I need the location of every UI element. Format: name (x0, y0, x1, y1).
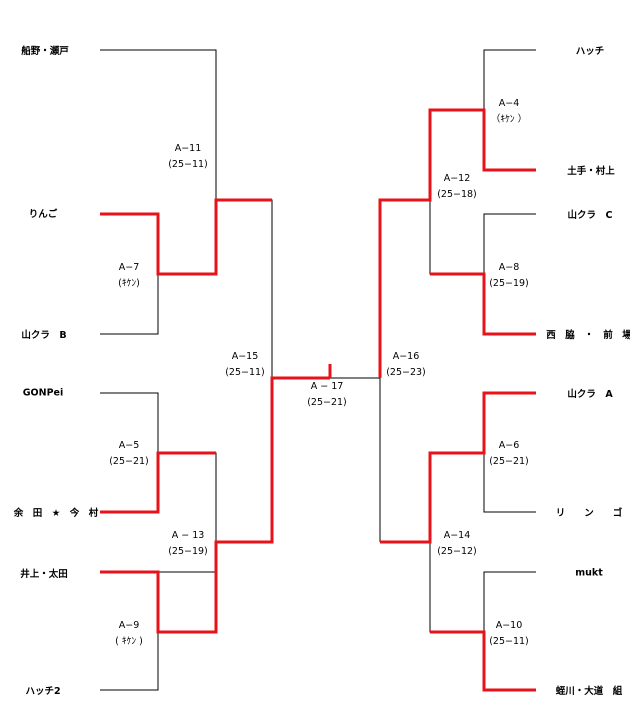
winner-line-1 (100, 198, 272, 276)
match-a8-score: (25−19) (489, 278, 529, 289)
bracket-lines (100, 49, 536, 691)
winner-line-6 (430, 272, 536, 336)
team-left-4: GONPei (22, 387, 64, 399)
bracket-line-13 (483, 571, 536, 632)
match-a13-id: A − 13 (171, 530, 205, 541)
team-left-2: りんご (28, 209, 58, 220)
match-a4: A−4 （ｷｹﾝ ） (491, 96, 527, 128)
match-a17-id: A − 17 (310, 381, 344, 392)
bracket-line-2 (100, 274, 159, 335)
match-a4-score: （ｷｹﾝ ） (490, 114, 528, 125)
winner-line-8 (430, 630, 536, 692)
winner-path-lines (100, 108, 536, 692)
match-a12-score: (25−18) (437, 189, 477, 200)
match-a7: A−7 (ｷｹﾝ) (118, 260, 140, 292)
match-a8-id: A−8 (498, 262, 520, 273)
winner-line-2 (100, 451, 216, 514)
match-a6-score: (25−21) (489, 456, 529, 467)
match-a5: A−5 (25−21) (109, 438, 149, 470)
team-left-7: ハッチ2 (25, 686, 61, 697)
bracket-line-12 (483, 453, 536, 513)
match-a9-id: A−9 (118, 620, 140, 631)
match-a16-score: (25−23) (386, 367, 426, 378)
team-right-3: 山クラ C (567, 210, 613, 221)
team-right-4: 西 脇 ・ 前 場 (546, 330, 630, 341)
team-left-5: 余 田 ★ 今 村 (13, 508, 99, 519)
match-a17-score: (25−21) (307, 397, 347, 408)
match-a8: A−8 (25−19) (489, 260, 529, 292)
team-right-1: ハッチ (575, 46, 605, 57)
team-right-7: mukt (575, 567, 603, 579)
team-right-6: リ ン ゴ (555, 508, 623, 519)
bracket-line-10 (483, 213, 536, 274)
match-a5-id: A−5 (118, 440, 140, 451)
winner-line-7 (380, 391, 536, 544)
bracket-line-1 (100, 49, 217, 200)
match-a15-score: (25−11) (225, 367, 265, 378)
match-a13-score: (25−19) (168, 546, 208, 557)
match-a9: A−9 ( ｷｹﾝ ) (115, 618, 143, 650)
team-right-2: 土手・村上 (567, 166, 615, 177)
winner-line-3 (100, 376, 330, 634)
match-a14: A−14 (25−12) (437, 528, 477, 560)
match-a9-score: ( ｷｹﾝ ) (115, 636, 143, 647)
match-a11: A−11 (25−11) (168, 141, 208, 173)
match-a10-score: (25−11) (489, 636, 529, 647)
match-a12: A−12 (25−18) (437, 171, 477, 203)
match-a15: A−15 (25−11) (225, 349, 265, 381)
match-a12-id: A−12 (443, 173, 471, 184)
team-right-8: 蛭川・大道 組 (555, 686, 623, 697)
match-a6-id: A−6 (498, 440, 520, 451)
match-a13: A − 13 (25−19) (168, 528, 208, 560)
team-left-3: 山クラ B (21, 330, 67, 341)
match-a11-score: (25−11) (168, 159, 208, 170)
match-a14-id: A−14 (443, 530, 471, 541)
match-a10-id: A−10 (495, 620, 523, 631)
match-a10: A−10 (25−11) (489, 618, 529, 650)
match-a6: A−6 (25−21) (489, 438, 529, 470)
match-a15-id: A−15 (231, 351, 259, 362)
team-left-1: 船野・瀬戸 (21, 46, 69, 57)
match-a16: A−16 (25−23) (386, 349, 426, 381)
match-a7-score: (ｷｹﾝ) (118, 278, 140, 289)
bracket-line-6 (100, 632, 159, 691)
bracket-line-5 (158, 571, 217, 632)
match-a4-id: A−4 (498, 98, 520, 109)
bracket-line-11 (429, 200, 484, 275)
winner-line-5 (378, 108, 536, 378)
bracket-line-4 (100, 392, 159, 453)
match-a11-id: A−11 (174, 143, 202, 154)
team-right-5: 山クラ A (567, 389, 613, 400)
match-a17: A − 17 (25−21) (307, 379, 347, 411)
match-a5-score: (25−21) (109, 456, 149, 467)
match-a7-id: A−7 (118, 262, 140, 273)
team-left-6: 井上・太田 (20, 569, 68, 580)
match-a16-id: A−16 (392, 351, 420, 362)
match-a14-score: (25−12) (437, 546, 477, 557)
